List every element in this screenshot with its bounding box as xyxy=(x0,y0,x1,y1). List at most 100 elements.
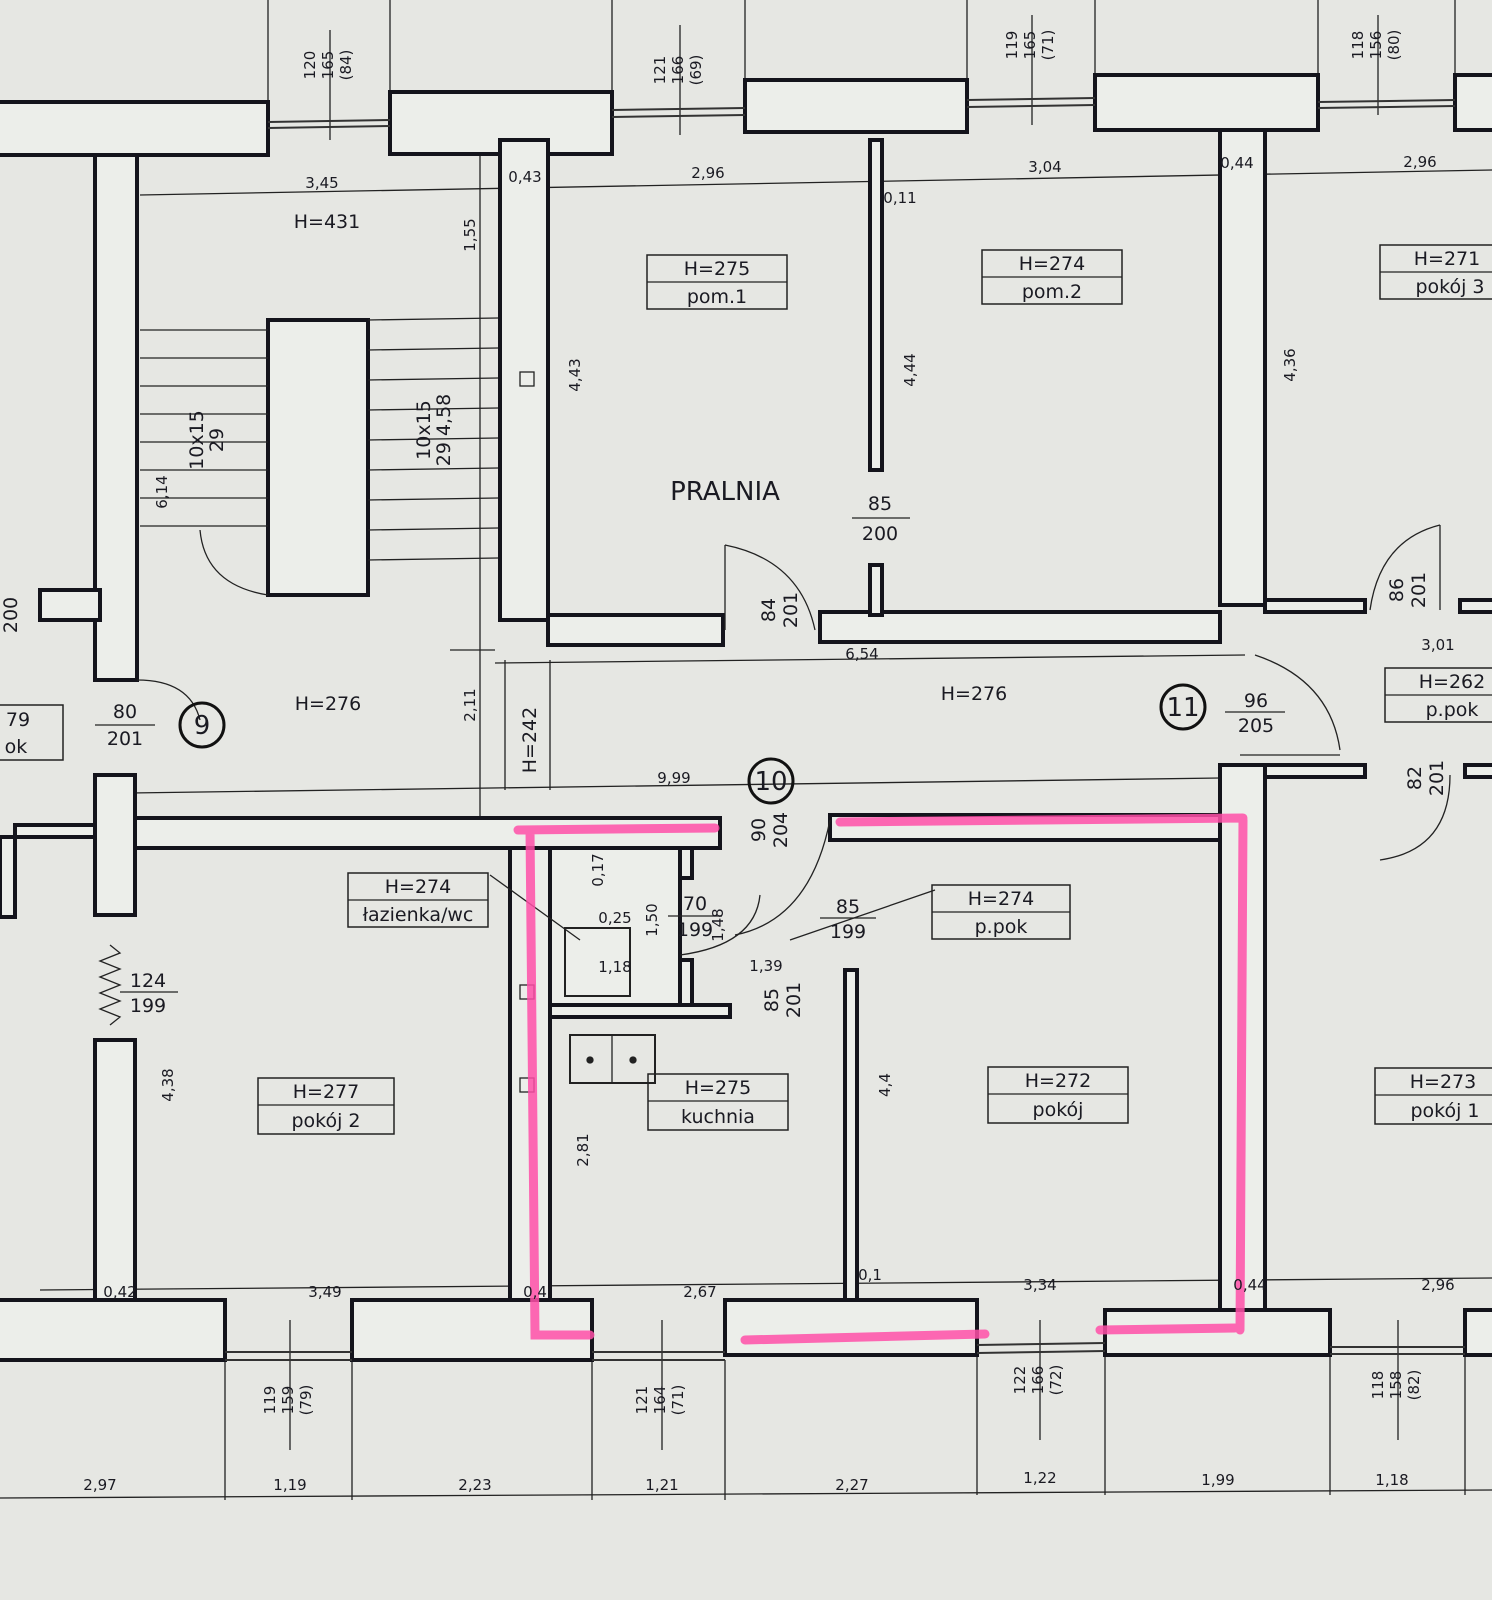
dim-label: 3,49 xyxy=(308,1283,341,1301)
dim-label: 2,23 xyxy=(458,1476,491,1494)
window-width: 120 xyxy=(301,51,319,80)
dim-label: 0,42 xyxy=(103,1283,136,1301)
marker-10: 10 xyxy=(754,767,787,797)
door-height: 199 xyxy=(830,921,866,943)
room-name: pom.1 xyxy=(687,286,747,308)
room-kuchnia: H=275 kuchnia xyxy=(647,1073,789,1131)
dim-label: 4,43 xyxy=(566,358,584,391)
dim-label: 3,01 xyxy=(1421,636,1454,654)
dim-label: 3,04 xyxy=(1028,158,1061,176)
window-sill: (71) xyxy=(1039,30,1057,61)
door-height: 204 xyxy=(770,812,792,848)
vertical-dimensions: 1,55 4,43 4,44 4,36 6,14 2,11 H=242 4,38… xyxy=(0,218,1299,1166)
dim-label: 1,48 xyxy=(709,908,727,941)
room-name: łazienka/wc xyxy=(363,904,474,926)
stair-size: 10x15 xyxy=(413,400,435,460)
window-width: 121 xyxy=(651,56,669,85)
door-width: 80 xyxy=(113,701,137,723)
door-height: 205 xyxy=(1238,715,1274,737)
room-name: pokój xyxy=(1033,1099,1084,1121)
window-width: 119 xyxy=(261,1386,279,1415)
stair-count: 29 xyxy=(206,428,228,452)
window-height: 166 xyxy=(1029,1366,1047,1395)
window-width: 121 xyxy=(633,1386,651,1415)
window-height: 156 xyxy=(1367,31,1385,60)
dim-label: 3,45 xyxy=(305,174,338,192)
room-name: pokój 3 xyxy=(1415,276,1484,298)
room-height: H=275 xyxy=(685,1077,751,1099)
room-height: H=274 xyxy=(1019,253,1085,275)
window-sill: (71) xyxy=(669,1385,687,1416)
room-ppok: H=274 p.pok xyxy=(931,884,1071,940)
door-swings xyxy=(98,371,1451,1093)
dim-label: 0,25 xyxy=(598,909,631,927)
marker-9: 9 xyxy=(194,711,211,741)
section-markers: 9 10 11 xyxy=(178,683,1207,805)
dim-label: 2,27 xyxy=(835,1476,868,1494)
door-width: 124 xyxy=(130,970,166,992)
window-height: 158 xyxy=(1387,1371,1405,1400)
door-width: 85 xyxy=(761,988,783,1012)
top-dimensions: 3,45 0,43 2,96 3,04 0,44 2,96 0,11 xyxy=(305,153,1436,207)
door-width: 85 xyxy=(868,493,892,515)
room-name: p.pok xyxy=(1426,699,1479,721)
window-width: 119 xyxy=(1003,31,1021,60)
dim-label: 2,97 xyxy=(83,1476,116,1494)
dim-label: 2,81 xyxy=(574,1133,592,1166)
room-pokoj2: H=277 pokój 2 xyxy=(257,1077,395,1135)
room-name: pom.2 xyxy=(1022,281,1082,303)
dim-label: 6,54 xyxy=(845,645,878,663)
dim-label: 2,11 xyxy=(461,688,479,721)
corridor-height-label: H=242 xyxy=(519,707,541,773)
door-height: 201 xyxy=(1408,572,1430,608)
dim-label: 1,39 xyxy=(749,957,782,975)
room-name: pokój 2 xyxy=(291,1110,360,1132)
dim-label: 4,44 xyxy=(901,353,919,386)
dim-label: 6,14 xyxy=(153,475,171,508)
door-width: 90 xyxy=(748,818,770,842)
dim-label: 2,96 xyxy=(1403,153,1436,171)
door-width: 96 xyxy=(1244,690,1268,712)
hall-height-label: H=276 xyxy=(295,693,361,715)
room-name: kuchnia xyxy=(681,1106,755,1128)
corridor-height-label: H=276 xyxy=(941,683,1007,705)
dim-label: 2,96 xyxy=(1421,1276,1454,1294)
dim-label: 1,18 xyxy=(598,958,631,976)
dim-label: 0,1 xyxy=(858,1266,882,1284)
windows xyxy=(225,97,1465,1361)
window-height: 159 xyxy=(279,1386,297,1415)
window-sill: (82) xyxy=(1405,1370,1423,1401)
door-height: 199 xyxy=(677,919,713,941)
dim-label: 4,36 xyxy=(1281,348,1299,381)
room-name: p.pok xyxy=(975,916,1028,938)
door-height: 201 xyxy=(107,728,143,750)
window-width: 118 xyxy=(1349,31,1367,60)
room-height: H=277 xyxy=(293,1081,359,1103)
dim-label: 0,44 xyxy=(1233,1276,1266,1294)
dim-label: 1,22 xyxy=(1023,1469,1056,1487)
room-height: H=274 xyxy=(968,888,1034,910)
window-sill: (72) xyxy=(1047,1365,1065,1396)
dim-label: 0,43 xyxy=(508,168,541,186)
door-width: 82 xyxy=(1404,766,1426,790)
floor-dimensions: 0,42 3,49 0,4 2,67 0,1 3,34 0,44 2,96 xyxy=(103,1266,1454,1301)
stair-size: 10x15 xyxy=(186,410,208,470)
highlight-marker xyxy=(513,813,1248,1345)
room-height: H=271 xyxy=(1414,248,1480,270)
dim-label: 1,18 xyxy=(1375,1471,1408,1489)
window-height: 165 xyxy=(1021,31,1039,60)
dim-label: 3,34 xyxy=(1023,1276,1056,1294)
laundry-label: PRALNIA xyxy=(670,477,780,507)
room-height: H=275 xyxy=(684,258,750,280)
room-height: H=273 xyxy=(1410,1071,1476,1093)
room-pom2: H=274 pom.2 xyxy=(981,249,1123,305)
dim-label: 0,17 xyxy=(589,853,607,886)
room-height-partial: 79 xyxy=(6,709,30,731)
door-width: 70 xyxy=(683,893,707,915)
door-height: 200 xyxy=(862,523,898,545)
dim-label: 1,55 xyxy=(461,218,479,251)
